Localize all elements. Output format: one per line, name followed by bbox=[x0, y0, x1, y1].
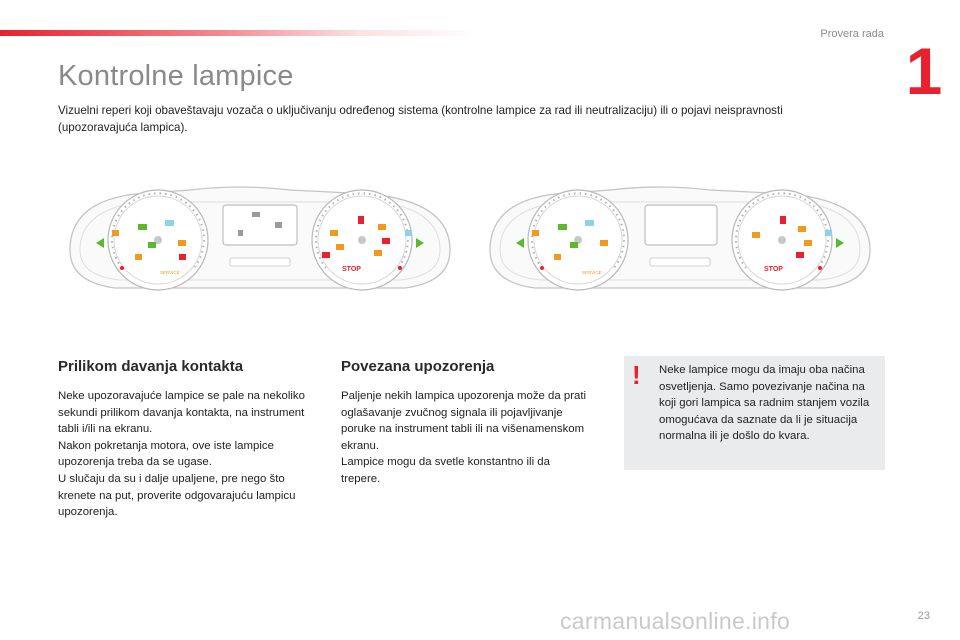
stop-label-right: STOP bbox=[764, 266, 783, 273]
cluster-drawing: STOP SERVICE STOP bbox=[69, 186, 871, 291]
section-ignition: Prilikom davanja kontakta Neke upozorava… bbox=[58, 358, 318, 521]
section-heading: Povezana upozorenja bbox=[341, 358, 495, 375]
service-label-left: SERVICE bbox=[160, 270, 180, 275]
chapter-number: 1 bbox=[905, 34, 943, 108]
section-body: Paljenje nekih lampica upozorenja može d… bbox=[341, 390, 587, 485]
page-title: Kontrolne lampice bbox=[58, 60, 294, 92]
cluster-right: STOP SERVICE bbox=[489, 186, 871, 291]
header-accent-bar bbox=[0, 30, 480, 36]
watermark: carmanualsonline.info bbox=[560, 608, 791, 634]
instrument-cluster-illustrations: STOP SERVICE STOP bbox=[60, 180, 880, 300]
service-label-right: SERVICE bbox=[582, 270, 602, 275]
page-number: 23 bbox=[917, 610, 930, 622]
stop-label-left: STOP bbox=[342, 266, 361, 273]
section-heading: Prilikom davanja kontakta bbox=[58, 358, 244, 375]
warning-note-box: ! Neke lampice mogu da imaju oba načina … bbox=[624, 356, 885, 470]
exclamation-icon: ! bbox=[632, 360, 641, 390]
cluster-left: STOP SERVICE bbox=[69, 186, 451, 291]
section-label: Provera rada bbox=[820, 28, 884, 40]
section-body: Neke upozoravajuće lampice se pale na ne… bbox=[58, 390, 305, 519]
intro-text: Vizuelni reperi koji obaveštavaju vozača… bbox=[58, 104, 783, 134]
section-related-warnings: Povezana upozorenja Paljenje nekih lampi… bbox=[341, 358, 591, 488]
note-text: Neke lampice mogu da imaju oba načina os… bbox=[659, 364, 870, 443]
